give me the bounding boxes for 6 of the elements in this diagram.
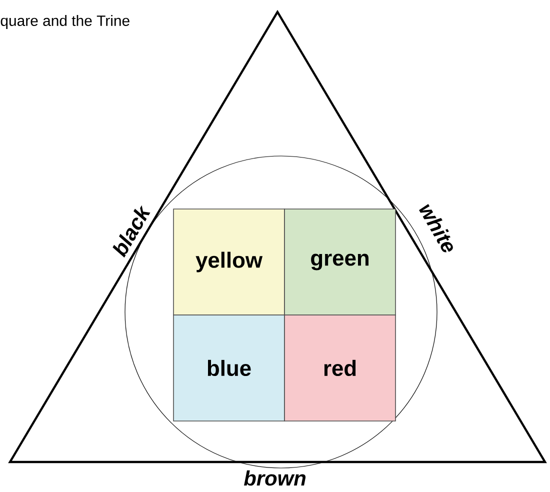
side-label: brown bbox=[244, 470, 306, 486]
color-cell: red bbox=[284, 314, 396, 422]
title: quare and the Trine bbox=[0, 15, 130, 29]
color-cell: blue bbox=[173, 314, 285, 422]
color-cell: green bbox=[284, 208, 396, 316]
color-cell: yellow bbox=[173, 208, 285, 316]
